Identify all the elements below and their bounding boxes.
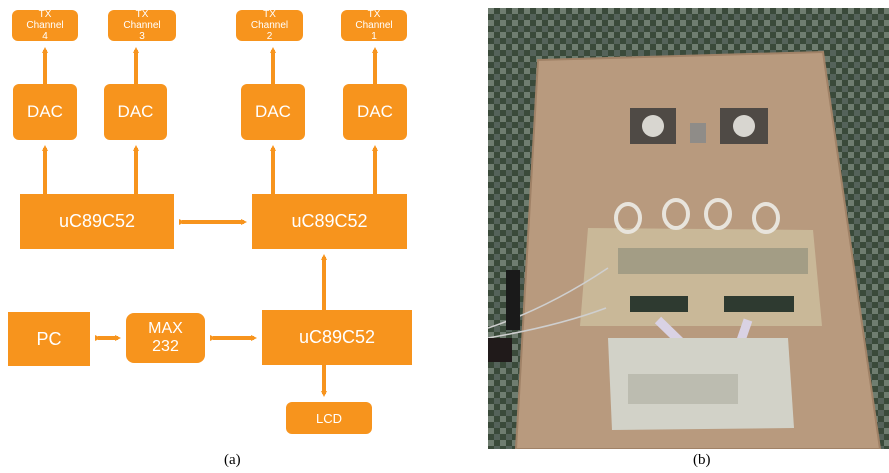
hardware-photo [488,8,889,449]
caption-a: (a) [224,452,241,469]
connector-arrows [0,0,470,473]
caption-b: (b) [693,452,711,469]
